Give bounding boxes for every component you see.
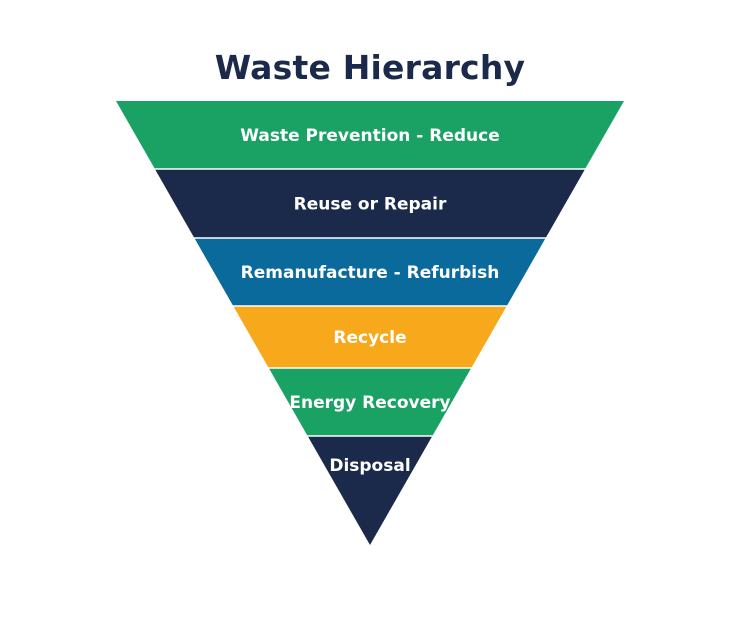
pyramid-tier-5 [269,368,471,436]
pyramid-tier-label-3: Remanufacture - Refurbish [241,263,500,283]
pyramid-tier-6 [308,436,432,545]
pyramid-tier-label-6: Disposal [329,456,410,476]
pyramid-tier-3 [194,238,546,306]
pyramid-tier-4 [233,306,507,368]
pyramid-tier-label-4: Recycle [333,328,406,348]
pyramid-tier-label-2: Reuse or Repair [294,195,447,215]
pyramid-tier-1 [116,101,624,169]
pyramid-tier-label-1: Waste Prevention - Reduce [240,126,500,146]
pyramid-tier-2 [155,169,585,238]
pyramid-tier-label-5: Energy Recovery [289,393,450,413]
diagram-title: Waste Hierarchy [214,48,526,87]
